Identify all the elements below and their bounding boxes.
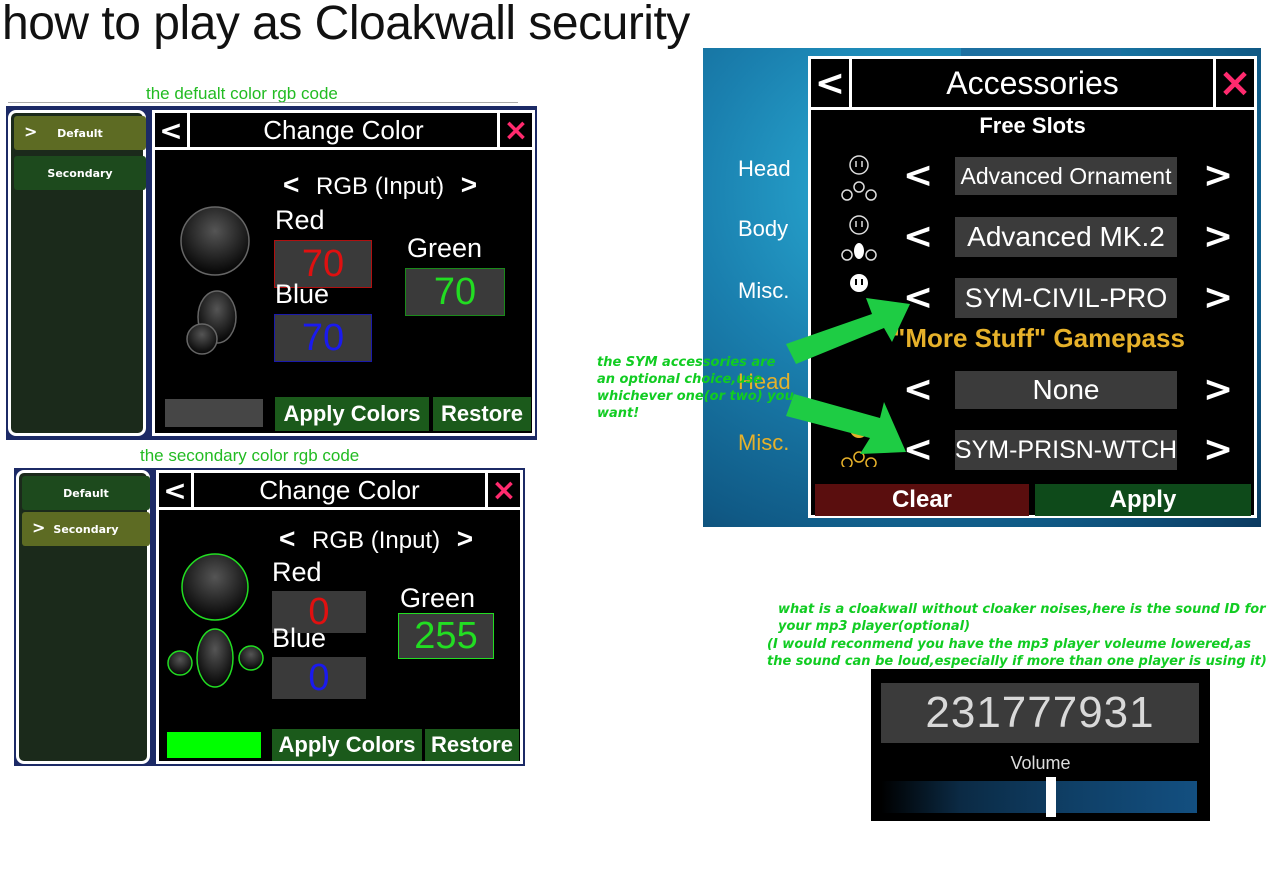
close-button[interactable]: × (497, 113, 532, 148)
accessories-header: < Accessories × (811, 59, 1254, 110)
sound-note: what is a cloakwall without cloaker nois… (778, 602, 1266, 634)
sidebar-item-secondary[interactable]: > Secondary (22, 512, 150, 546)
back-button[interactable]: < (159, 473, 194, 507)
head-slot-value: Advanced Ornament (955, 157, 1177, 195)
gp-head-label: Head (738, 369, 791, 394)
panel-title: Change Color (263, 114, 424, 145)
restore-button[interactable]: Restore (425, 729, 519, 761)
red-input[interactable]: 0 (272, 591, 366, 633)
prev-body-button[interactable]: < (903, 216, 934, 257)
green-input[interactable]: 255 (398, 613, 494, 659)
sidebar-item-label: Secondary (47, 166, 113, 180)
character-preview-icon (167, 553, 264, 688)
rgb-next-button[interactable]: > (460, 169, 478, 200)
volume-label: Volume (1010, 753, 1071, 773)
mp3-player: 231777931 Volume (871, 669, 1210, 821)
blue-label: Blue (272, 623, 327, 653)
change-color-main: < Change Color × < RGB (Input) > Red 0 B… (156, 470, 523, 764)
close-button[interactable]: × (1213, 59, 1254, 107)
gp-misc-slot-value: SYM-PRISN-WTCH (955, 430, 1177, 470)
free-slots-heading: Free Slots (979, 113, 1086, 138)
panel-title: Accessories (946, 65, 1119, 101)
misc-label: Misc. (738, 278, 790, 303)
green-arrow-icons (786, 298, 910, 454)
back-button[interactable]: < (155, 113, 190, 147)
green-label: Green (407, 233, 483, 263)
panel-title: Change Color (259, 474, 420, 505)
caption-secondary: the secondary color rgb code (140, 446, 360, 465)
change-color-header: < Change Color × (155, 113, 532, 150)
color-swatch (165, 399, 263, 427)
chevron-right-icon: > (24, 122, 38, 141)
change-color-header: < Change Color × (159, 473, 520, 510)
next-gp-misc-button[interactable]: > (1203, 429, 1234, 470)
prev-gp-head-button[interactable]: < (903, 369, 934, 410)
gp-misc-label: Misc. (738, 430, 790, 455)
prev-misc-button[interactable]: < (903, 277, 934, 318)
red-label: Red (272, 557, 322, 587)
body-label: Body (738, 216, 789, 241)
rgb-mode-label: RGB (Input) (312, 527, 441, 554)
top-strip (961, 48, 1121, 56)
character-preview-icon (180, 206, 250, 355)
next-gp-head-button[interactable]: > (1203, 369, 1234, 410)
sym-note: the SYM accessories are an optional choi… (597, 355, 794, 421)
apply-colors-button[interactable]: Apply Colors (275, 397, 429, 431)
sidebar-item-label: Default (57, 126, 103, 140)
volume-slider[interactable] (881, 777, 1197, 817)
head-label: Head (738, 156, 791, 181)
sidebar-item-label: Default (63, 486, 109, 500)
rgb-mode-selector: < RGB (Input) > (283, 169, 477, 201)
prev-head-button[interactable]: < (903, 155, 934, 196)
change-color-panel-secondary: Default > Secondary < Change Color × < R… (14, 468, 525, 766)
sidebar-item-secondary[interactable]: Secondary (14, 156, 146, 190)
rgb-prev-button[interactable]: < (279, 523, 296, 554)
color-swatch (167, 732, 261, 758)
back-button[interactable]: < (811, 59, 852, 107)
apply-button[interactable]: Apply (1035, 484, 1251, 516)
red-label: Red (275, 205, 325, 235)
volume-slider-handle[interactable] (1046, 777, 1056, 817)
color-sidebar: > Default Secondary (8, 110, 146, 436)
clear-button[interactable]: Clear (815, 484, 1029, 516)
gp-head-slot-value: None (955, 371, 1177, 409)
next-body-button[interactable]: > (1203, 216, 1234, 257)
change-color-main: < Change Color × < RGB (Input) > Red 70 … (152, 110, 535, 436)
caption-default: the defualt color rgb code (146, 84, 338, 103)
change-color-panel-default: > Default Secondary < Change Color × < R… (6, 106, 537, 440)
green-input[interactable]: 70 (405, 268, 505, 316)
close-button[interactable]: × (485, 473, 520, 508)
next-misc-button[interactable]: > (1203, 277, 1234, 318)
rgb-prev-button[interactable]: < (283, 169, 300, 200)
accessories-panel: < Accessories × Free Slots < Advanced Or… (808, 56, 1257, 518)
rgb-mode-label: RGB (Input) (316, 173, 445, 200)
sidebar-item-label: Secondary (53, 522, 119, 536)
rgb-next-button[interactable]: > (456, 523, 474, 554)
sidebar-item-default[interactable]: > Default (14, 116, 146, 150)
gamepass-heading: "More Stuff" Gamepass (893, 323, 1185, 353)
blue-label: Blue (275, 279, 330, 309)
caption-underline (8, 102, 518, 103)
prev-gp-misc-button[interactable]: < (903, 429, 934, 470)
restore-button[interactable]: Restore (433, 397, 531, 431)
chevron-right-icon: > (32, 518, 46, 537)
page-title: how to play as Cloakwall security (2, 0, 690, 50)
next-head-button[interactable]: > (1203, 155, 1234, 196)
sidebar-item-default[interactable]: Default (22, 476, 150, 510)
red-input[interactable]: 70 (274, 240, 372, 288)
apply-colors-button[interactable]: Apply Colors (272, 729, 422, 761)
blue-input[interactable]: 70 (274, 314, 372, 362)
blue-input[interactable]: 0 (272, 657, 366, 699)
green-label: Green (400, 583, 476, 613)
volume-note: (I would reconmend you have the mp3 play… (767, 637, 1267, 669)
color-sidebar: Default > Secondary (16, 470, 150, 764)
body-slot-value: Advanced MK.2 (955, 217, 1177, 257)
accessories-screenshot: < Accessories × Free Slots < Advanced Or… (703, 48, 1261, 527)
misc-slot-value: SYM-CIVIL-PRO (955, 278, 1177, 318)
rgb-mode-selector: < RGB (Input) > (279, 523, 473, 555)
sound-id-input[interactable]: 231777931 (881, 683, 1199, 743)
